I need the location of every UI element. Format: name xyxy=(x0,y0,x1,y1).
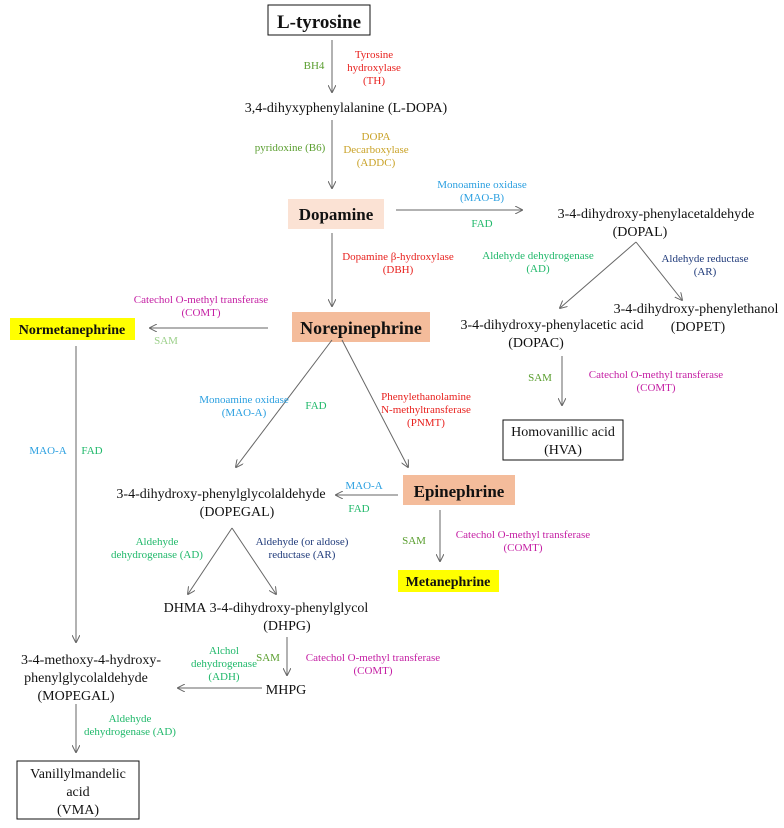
arrow-dopal-to-dopac xyxy=(560,241,637,308)
th-enzyme-line3: (TH) xyxy=(363,75,385,87)
comt-enzyme-hva-line2: (COMT) xyxy=(636,382,675,394)
maob-enzyme-line2: (MAO-B) xyxy=(460,192,504,204)
adh-enzyme-line3: (ADH) xyxy=(208,671,239,683)
dbh-enzyme-line1: Dopamine β-hydroxylase xyxy=(342,251,454,263)
b6-cofactor: pyridoxine (B6) xyxy=(255,142,326,154)
pnmt-enzyme-line3: (PNMT) xyxy=(407,417,445,429)
dopet-label-line1: 3-4-dihydroxy-phenylethanol xyxy=(614,302,779,317)
maoa-enzyme-epi: MAO-A xyxy=(345,480,382,492)
comt-enzyme-mhpg-line1: Catechol O-methyl transferase xyxy=(306,652,441,664)
ar-enzyme-dhpg-line2: reductase (AR) xyxy=(269,549,336,561)
l-tyrosine-box xyxy=(267,4,371,36)
ad-enzyme-dopac-line2: (AD) xyxy=(526,263,550,275)
dopal-label-line1: 3-4-dihydroxy-phenylacetaldehyde xyxy=(558,207,755,222)
ad-enzyme-dopac-line1: Aldehyde dehydrogenase xyxy=(482,250,594,262)
comt-enzyme-nm-line2: (COMT) xyxy=(181,307,220,319)
pnmt-enzyme-line2: N-methyltransferase xyxy=(381,404,471,416)
ar-enzyme-dopet-line2: (AR) xyxy=(694,266,717,278)
normetanephrine-label: Normetanephrine xyxy=(19,323,126,338)
maoa-enzyme-left: MAO-A xyxy=(29,445,66,457)
hva-label-line2: (HVA) xyxy=(544,443,582,458)
l-dopa-label: 3,4-dihyxyphenylalanine (L-DOPA) xyxy=(245,101,448,116)
th-enzyme-line1: Tyrosine xyxy=(355,49,393,61)
adh-enzyme-line2: dehydrogenase xyxy=(191,658,257,670)
dopet-label-line2: (DOPET) xyxy=(671,320,726,335)
sam-cofactor-meta: SAM xyxy=(402,535,426,547)
dopac-label-line1: 3-4-dihydroxy-phenylacetic acid xyxy=(460,318,643,333)
ar-enzyme-dhpg-line1: Aldehyde (or aldose) xyxy=(256,536,349,548)
dhpg-label-line1: 3-4-dihydroxy-phenylglycol xyxy=(210,601,369,616)
arrow-dopal-to-dopet xyxy=(635,241,682,300)
maob-enzyme-line1: Monoamine oxidase xyxy=(437,179,527,191)
mopegal-label-line1: 3-4-methoxy-4-hydroxy- xyxy=(21,653,161,668)
fad-cofactor-epi: FAD xyxy=(348,503,369,515)
arrow-dopegal-to-dhma xyxy=(188,527,233,594)
addc-enzyme-line2: Decarboxylase xyxy=(343,144,408,156)
mhpg-label: MHPG xyxy=(266,683,306,698)
ar-enzyme-dopet-line1: Aldehyde reductase xyxy=(661,253,748,265)
metanephrine-label: Metanephrine xyxy=(406,575,491,590)
dopamine-highlight xyxy=(288,199,384,229)
vma-label-line3: (VMA) xyxy=(57,803,99,818)
comt-enzyme-meta-line1: Catechol O-methyl transferase xyxy=(456,529,591,541)
comt-enzyme-meta-line2: (COMT) xyxy=(503,542,542,554)
ad-enzyme-vma-line1: Aldehyde xyxy=(109,713,152,725)
epinephrine-label: Epinephrine xyxy=(414,482,505,501)
fad-cofactor-dopal: FAD xyxy=(471,218,492,230)
hva-label-line1: Homovanillic acid xyxy=(511,425,615,440)
maoa-enzyme-line2: (MAO-A) xyxy=(222,407,267,419)
hva-box xyxy=(502,419,624,461)
arrow-norepinephrine-to-epinephrine xyxy=(341,339,408,467)
pnmt-enzyme-line1: Phenylethanolamine xyxy=(381,391,471,403)
comt-enzyme-mhpg-line2: (COMT) xyxy=(353,665,392,677)
dhma-label: DHMA xyxy=(164,601,208,616)
vma-label-line1: Vanillylmandelic xyxy=(30,767,126,782)
ad-enzyme-dhma-line1: Aldehyde xyxy=(136,536,179,548)
dopal-label-line2: (DOPAL) xyxy=(613,225,668,240)
sam-cofactor-hva: SAM xyxy=(528,372,552,384)
vma-box xyxy=(16,760,140,820)
normetanephrine-highlight xyxy=(10,318,135,340)
maoa-enzyme-line1: Monoamine oxidase xyxy=(199,394,289,406)
dhpg-label-line2: (DHPG) xyxy=(263,619,311,634)
l-tyrosine-label: L-tyrosine xyxy=(277,12,361,33)
sam-cofactor-mhpg: SAM xyxy=(256,652,280,664)
comt-enzyme-nm-line1: Catechol O-methyl transferase xyxy=(134,294,269,306)
fad-cofactor-dopegal: FAD xyxy=(305,400,326,412)
ad-enzyme-dhma-line2: dehydrogenase (AD) xyxy=(111,549,203,561)
norepinephrine-highlight xyxy=(292,312,430,342)
ad-enzyme-vma-line2: dehydrogenase (AD) xyxy=(84,726,176,738)
fad-cofactor-left: FAD xyxy=(81,445,102,457)
dopac-label-line2: (DOPAC) xyxy=(508,336,564,351)
arrow-norepinephrine-to-dopegal xyxy=(236,339,333,467)
adh-enzyme-line1: Alchol xyxy=(209,645,239,657)
addc-enzyme-line3: (ADDC) xyxy=(357,157,396,169)
dopegal-label-line2: (DOPEGAL) xyxy=(200,505,275,520)
comt-enzyme-hva-line1: Catechol O-methyl transferase xyxy=(589,369,724,381)
pathway-arrows xyxy=(76,40,682,752)
bh4-cofactor: BH4 xyxy=(304,60,325,72)
norepinephrine-label: Norepinephrine xyxy=(300,318,422,338)
dopamine-label: Dopamine xyxy=(299,205,374,224)
compound-labels: L-tyrosine 3,4-dihyxyphenylalanine (L-DO… xyxy=(19,12,779,818)
mopegal-label-line3: (MOPEGAL) xyxy=(38,689,115,704)
metanephrine-highlight xyxy=(398,570,499,592)
epinephrine-highlight xyxy=(403,475,515,505)
dopegal-label-line1: 3-4-dihydroxy-phenylglycolaldehyde xyxy=(116,487,325,502)
th-enzyme-line2: hydroxylase xyxy=(347,62,401,74)
vma-label-line2: acid xyxy=(66,785,89,800)
addc-enzyme-line1: DOPA xyxy=(362,131,391,143)
mopegal-label-line2: phenylglycolaldehyde xyxy=(24,671,148,686)
enzyme-labels: BH4 Tyrosine hydroxylase (TH) pyridoxine… xyxy=(29,49,748,738)
dbh-enzyme-line2: (DBH) xyxy=(383,264,414,276)
arrow-dopegal-to-dhpg xyxy=(231,527,276,594)
sam-cofactor-nm: SAM xyxy=(154,335,178,347)
